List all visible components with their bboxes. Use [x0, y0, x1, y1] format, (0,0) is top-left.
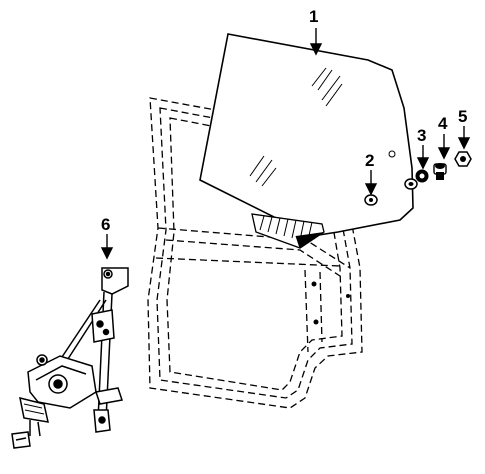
washer-left — [404, 178, 418, 190]
glass-reflection-lines — [249, 67, 343, 187]
callout-6: 6 — [101, 215, 110, 234]
leader-lines — [100, 28, 471, 260]
callout-2: 2 — [365, 151, 374, 170]
bushing — [433, 163, 447, 180]
glass-panel — [199, 33, 414, 249]
regulator-motor — [11, 354, 97, 449]
callout-1: 1 — [309, 7, 318, 26]
washer — [415, 169, 429, 183]
callout-3: 3 — [417, 126, 426, 145]
callout-4: 4 — [438, 114, 448, 133]
nut — [454, 151, 472, 167]
window-regulator — [59, 267, 129, 433]
door-frame-details — [311, 281, 350, 325]
glass-channel-bracket — [251, 213, 325, 249]
glass-mount-hole — [388, 150, 396, 158]
callout-5: 5 — [458, 107, 467, 126]
glass-bolt — [364, 194, 378, 206]
